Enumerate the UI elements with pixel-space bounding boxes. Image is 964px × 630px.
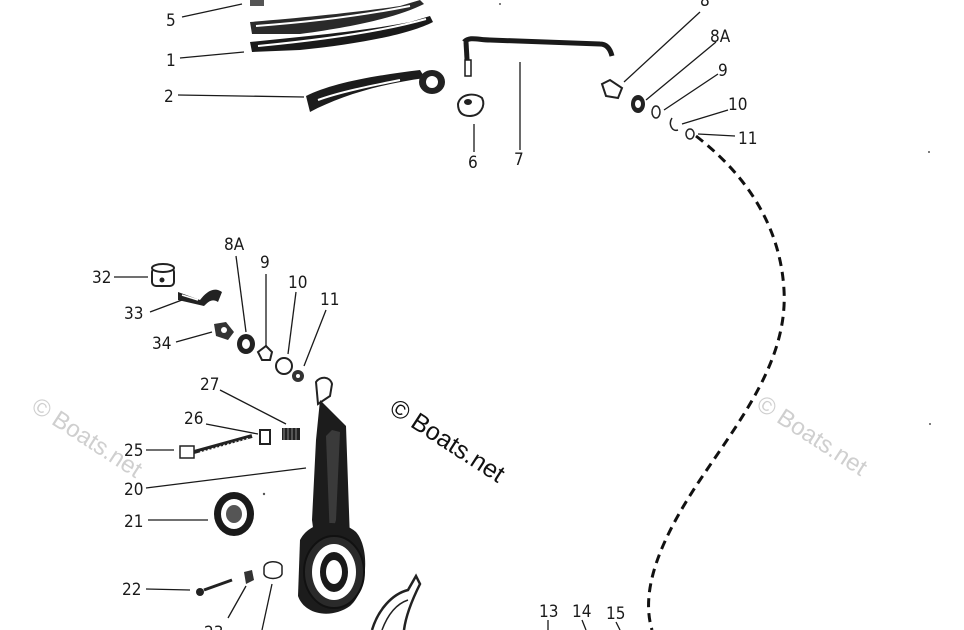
callout-33: 33 (124, 304, 143, 324)
leader-lines-left (114, 255, 327, 630)
watermark-main: © Boats.net (385, 394, 510, 489)
callout-23: 23 (204, 623, 223, 630)
callout-13: 13 (539, 602, 558, 622)
part-32-grommet (151, 263, 175, 287)
callout-6: 6 (468, 153, 478, 173)
callout-2: 2 (164, 87, 174, 107)
part-8a-washer-top (631, 95, 645, 113)
part-8-fitting-top (600, 78, 624, 100)
part-5-clamp (250, 0, 424, 34)
part-1-cable-bracket (250, 16, 433, 52)
part-bottom-cover (370, 573, 422, 630)
callout-10-top: 10 (728, 95, 747, 115)
part-10-ring-top (669, 117, 679, 132)
part-11-nut (292, 370, 304, 382)
part-23-nut (244, 570, 254, 584)
part-21-washer (214, 492, 254, 536)
part-6-bushing (456, 93, 485, 118)
callout-15: 15 (606, 604, 625, 624)
callout-10: 10 (288, 273, 307, 293)
callout-9-top: 9 (718, 61, 728, 81)
part-27-spring (282, 428, 300, 440)
part-2-throttle-link (306, 70, 445, 112)
part-7-cable-rod (462, 36, 615, 77)
callout-25: 25 (124, 441, 143, 461)
callout-7: 7 (514, 150, 524, 170)
callout-8a: 8A (224, 235, 245, 255)
callout-9: 9 (260, 253, 270, 273)
scan-specks (262, 3, 931, 496)
part-22-screw (196, 578, 233, 596)
part-26-nut (259, 429, 271, 445)
watermark-faint-left: © Boats.net (27, 392, 147, 483)
callout-27: 27 (200, 375, 219, 395)
part-33-fuel-elbow (178, 289, 222, 306)
part-10-ring (275, 357, 293, 375)
part-34-fitting (214, 322, 234, 340)
callout-8: 8 (700, 0, 710, 11)
callout-11-top: 11 (738, 129, 757, 149)
part-11-nut-top (685, 128, 695, 140)
callout-11: 11 (320, 290, 339, 310)
callout-8a-top: 8A (710, 27, 731, 47)
part-bushing-24 (263, 561, 283, 580)
callout-5: 5 (166, 11, 176, 31)
callout-1: 1 (166, 51, 176, 71)
callout-14: 14 (572, 602, 591, 622)
callout-21: 21 (124, 512, 143, 532)
part-9-washer-top (651, 105, 661, 119)
dashed-cable-path (647, 134, 786, 630)
callout-20: 20 (124, 480, 143, 500)
part-25-screw (179, 434, 253, 459)
part-20-throttle-arm (298, 376, 366, 614)
watermark-faint-right: © Boats.net (752, 390, 872, 481)
callout-32: 32 (92, 268, 111, 288)
callout-34: 34 (152, 334, 171, 354)
callout-26: 26 (184, 409, 203, 429)
leader-lines-top (177, 3, 736, 152)
part-8a-washer (237, 334, 255, 354)
callout-22: 22 (122, 580, 141, 600)
part-9-nut (256, 344, 274, 361)
leader-lines-bottom (547, 619, 621, 630)
